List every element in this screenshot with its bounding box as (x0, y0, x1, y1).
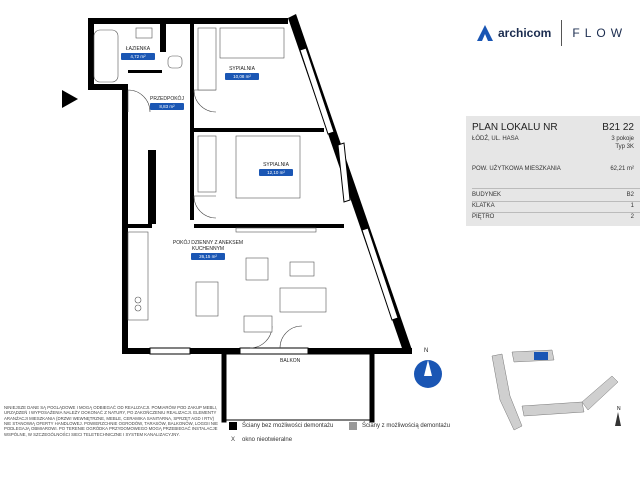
plan-number: B21 22 (602, 122, 634, 133)
room-label-bedroom-1: SYPIALNIA 10,08 m² (222, 66, 262, 80)
room-area-badge: 12,10 m² (259, 169, 293, 176)
apartment-type: Typ 3K (615, 144, 634, 150)
building-label: BUDYNEK (472, 192, 502, 198)
armchair (245, 257, 269, 281)
rooms-count: 3 pokoje (611, 136, 634, 142)
kitchen-unit (127, 231, 149, 321)
info-panel: archicom FLOW PLAN LOKALU NR B21 22 ŁÓDŹ… (466, 0, 640, 480)
building-value: B2 (626, 192, 634, 198)
staircase-label: KLATKA (472, 203, 495, 209)
legend-window-mark: X (231, 437, 236, 443)
wardrobe-1 (197, 27, 217, 91)
room-area-badge: 10,08 m² (225, 73, 259, 80)
compass-north-label: N (424, 348, 429, 354)
room-area-badge: 8,83 m² (150, 103, 184, 110)
interior-walls (128, 22, 344, 228)
room-name: POKÓJ DZIENNY Z ANEKSEM KUCHENNYM (172, 240, 244, 252)
legend-window-label: okno nieotwieralne (242, 437, 293, 443)
area-value: 62,21 m² (610, 166, 634, 172)
svg-text:N: N (617, 406, 621, 412)
brand-name: archicom (498, 26, 552, 40)
address: ŁÓDŹ, UL. HASA (472, 136, 519, 142)
archicom-logo-icon (477, 25, 493, 41)
coffee-table (289, 261, 315, 277)
apartment-info-box: PLAN LOKALU NR B21 22 ŁÓDŹ, UL. HASA 3 p… (466, 116, 640, 226)
plan-title: PLAN LOKALU NR (472, 122, 558, 133)
legend-removable-wall-swatch (349, 422, 357, 430)
balcony-label: BALKON (280, 358, 301, 364)
divider (472, 212, 640, 213)
bed-2 (235, 135, 301, 199)
brand-logo: archicom FLOW (476, 20, 627, 46)
room-name: SYPIALNIA (263, 162, 289, 168)
room-label-living: POKÓJ DZIENNY Z ANEKSEM KUCHENNYM 26,15 … (170, 240, 246, 261)
bathtub (93, 29, 119, 83)
floor-value: 2 (630, 214, 634, 220)
room-name: PRZEDPOKÓJ (150, 96, 184, 102)
sink (135, 27, 153, 39)
disclaimer-text: NINIEJSZE DANE SĄ POGLĄDOWE I MOGĄ ODBIE… (4, 405, 218, 437)
room-label-hall: PRZEDPOKÓJ 8,83 m² (144, 96, 190, 110)
wardrobe-2 (197, 135, 217, 193)
lounge-chair (243, 315, 273, 333)
furniture (93, 27, 327, 333)
toilet (167, 55, 183, 69)
exterior-windows (149, 47, 399, 355)
legend-fixed-wall-swatch (229, 422, 237, 430)
area-label: POW. UŻYTKOWA MIESZKANIA (472, 166, 561, 172)
sofa (279, 287, 327, 313)
room-name: ŁAZIENKA (125, 46, 151, 52)
tv-cabinet (235, 227, 317, 233)
room-label-bedroom-2: SYPIALNIA 12,10 m² (256, 162, 296, 176)
divider (472, 188, 640, 189)
entrance-arrow-icon (62, 90, 78, 108)
dining-table (195, 281, 219, 317)
floor-plan (62, 14, 442, 423)
balcony (221, 353, 375, 423)
site-plan-map: N (491, 349, 621, 431)
legend-fixed-wall-label: Ściany bez możliwości demontażu (242, 423, 334, 429)
floor-label: PIĘTRO (472, 214, 495, 220)
project-name: FLOW (572, 26, 628, 40)
legend-removable-wall-label: Ściany z możliwością demontażu (362, 423, 451, 429)
logo-divider (561, 20, 563, 46)
room-area-badge: 4,72 m² (121, 53, 155, 60)
compass-icon (414, 360, 442, 388)
staircase-value: 1 (630, 203, 634, 209)
room-name: SYPIALNIA (229, 66, 255, 72)
bed-1 (219, 27, 285, 59)
room-label-bathroom: ŁAZIENKA 4,72 m² (118, 46, 158, 60)
room-area-badge: 26,15 m² (191, 253, 225, 261)
divider (472, 201, 640, 202)
